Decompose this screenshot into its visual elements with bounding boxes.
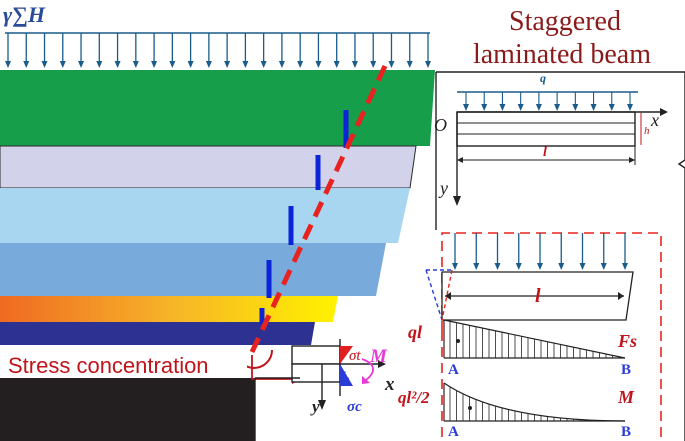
load-arrow-head <box>315 61 322 68</box>
inset-l-label: l <box>543 145 547 160</box>
shear-value-label: ql <box>408 322 422 342</box>
load-arrow-head <box>41 61 48 68</box>
shear-point-b: B <box>621 362 631 378</box>
layer-lavender <box>0 145 417 189</box>
load-arrow-head <box>59 61 66 68</box>
inset-load-arrow-head <box>535 104 542 111</box>
load-arrow-head <box>169 61 176 68</box>
lower-load-arrow-head <box>473 263 480 270</box>
lower-load-arrow-head <box>515 263 522 270</box>
detail-x-label: x <box>384 374 395 395</box>
stress-element <box>291 339 386 410</box>
moment-symbol-label: M <box>617 387 635 407</box>
panel-frame <box>254 71 685 441</box>
inset-y-label: y <box>438 178 448 198</box>
load-arrow-head <box>260 61 267 68</box>
load-arrow-head <box>132 61 139 68</box>
load-arrow-head <box>151 61 158 68</box>
compression-stress-wedge <box>340 364 353 386</box>
layer-blue <box>0 243 386 296</box>
load-arrow-head <box>333 61 340 68</box>
load-arrow-head <box>96 61 103 68</box>
moment-value-label: ql²/2 <box>398 388 430 407</box>
moment-point-a: A <box>448 424 459 440</box>
lower-load-arrow-head <box>452 263 458 270</box>
moment-arrow <box>361 358 374 381</box>
load-arrow-head <box>242 61 249 68</box>
load-arrow-head <box>388 61 395 68</box>
lower-l-label: l <box>535 285 541 307</box>
detail-y-label: y <box>310 397 320 416</box>
inset-q-label: q <box>540 71 546 85</box>
inset-load-arrow-head <box>572 104 579 111</box>
inset-load-arrow-head <box>627 104 633 111</box>
load-arrow-head <box>370 61 377 68</box>
layer-gradient <box>0 296 338 322</box>
load-arrow-head <box>351 61 358 68</box>
load-arrow-head <box>5 61 11 68</box>
layer-green <box>0 70 435 146</box>
lower-load-arrow-head <box>537 263 543 270</box>
load-arrow-head <box>114 61 121 68</box>
callout-box <box>3 349 247 378</box>
lower-load-arrow-head <box>558 263 565 270</box>
inset-h-label: h <box>644 125 650 137</box>
overburden-load <box>5 32 431 68</box>
bottom-inset <box>425 232 662 441</box>
lower-load-arrow-head <box>494 263 501 270</box>
stress-concentration-label: Stress concentration <box>8 353 209 378</box>
moment-point-b: B <box>621 424 631 440</box>
load-label: γ∑H <box>3 2 46 27</box>
callout-leader <box>251 355 292 380</box>
load-arrow-head <box>425 61 431 68</box>
title-line-1: Staggered <box>509 6 621 37</box>
load-arrow-head <box>297 61 304 68</box>
load-arrow-head <box>224 61 231 68</box>
inset-load-arrow-head <box>608 104 615 111</box>
inset-load-arrow-head <box>463 104 469 111</box>
lower-load-arrow-head <box>579 263 586 270</box>
top-inset-beam <box>453 91 668 206</box>
shear-symbol-label: Fs <box>617 331 637 351</box>
shear-point-a: A <box>448 362 459 378</box>
tension-stress-wedge <box>340 346 353 364</box>
title-line-2: laminated beam <box>473 39 651 70</box>
layer-sky-blue <box>0 188 410 243</box>
inset-load-arrow-head <box>499 104 506 111</box>
lower-load-arrow-head <box>600 263 607 270</box>
sigma-c-label: σc <box>347 399 362 415</box>
lower-load-arrow-head <box>622 263 628 270</box>
load-arrow-head <box>406 61 413 68</box>
load-arrow-head <box>278 61 285 68</box>
inset-load-arrow-head <box>481 104 488 111</box>
load-arrow-head <box>205 61 212 68</box>
inset-load-arrow-head <box>517 104 524 111</box>
inset-x-label: x <box>650 110 659 130</box>
inset-load-arrow-head <box>554 104 561 111</box>
load-arrow-head <box>23 61 30 68</box>
sigma-t-label: σt <box>349 348 361 364</box>
fracture-marks <box>259 110 349 324</box>
lower-load-arrows <box>452 233 628 270</box>
layer-navy <box>0 322 315 345</box>
ground-layer <box>0 378 255 441</box>
crack-line <box>249 64 388 354</box>
inset-load-arrow-head <box>590 104 597 111</box>
load-arrows <box>5 33 431 68</box>
moment-label: M <box>369 346 388 367</box>
shear-hatching <box>449 321 620 358</box>
inset-origin-label: O <box>434 115 447 135</box>
inset-load-arrows <box>463 92 633 111</box>
load-arrow-head <box>78 61 85 68</box>
moment-hatching <box>449 386 581 421</box>
load-arrow-head <box>187 61 194 68</box>
